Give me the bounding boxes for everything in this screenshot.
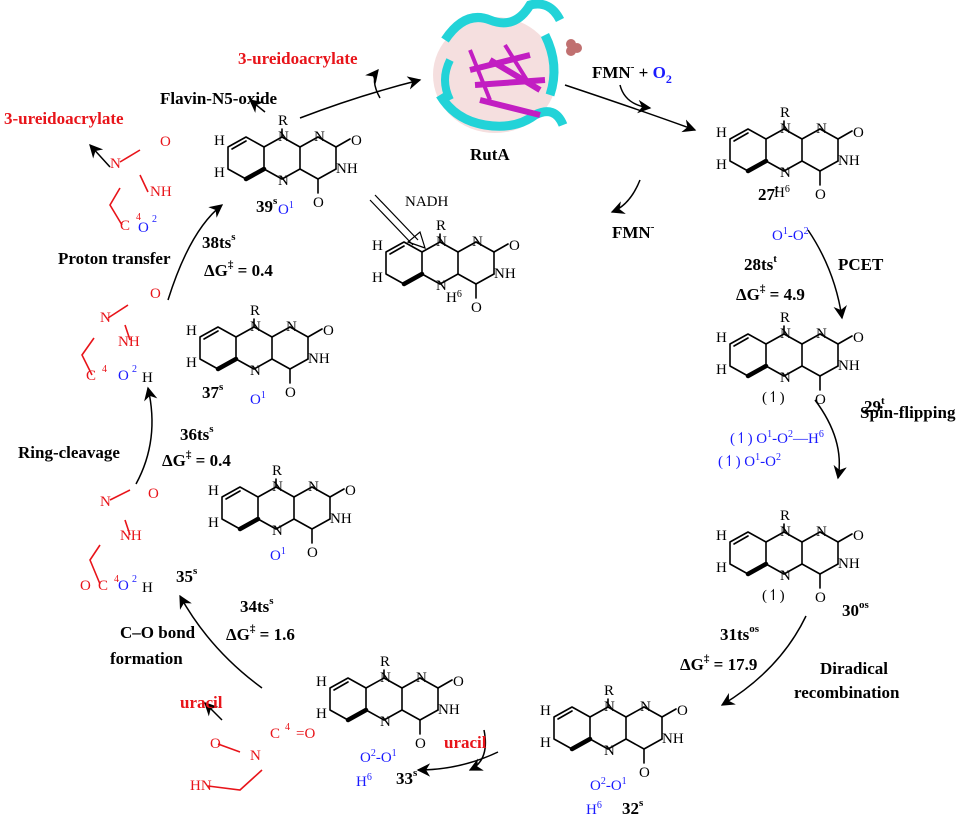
- svg-text:(↿) O1-O2—H6: (↿) O1-O2—H6: [730, 429, 824, 447]
- ts-28: 28tst ΔG‡ = 4.9: [736, 253, 805, 304]
- svg-text:N: N: [250, 748, 261, 764]
- svg-text:N: N: [100, 310, 111, 326]
- input-fmn-o2: FMN- + O2: [592, 61, 672, 86]
- svg-text:O1: O1: [270, 546, 286, 564]
- svg-text:O: O: [148, 486, 159, 502]
- svg-text:ΔG‡ = 4.9: ΔG‡ = 4.9: [736, 283, 805, 304]
- species-39s: 39s: [256, 195, 278, 216]
- svg-text:O2-O1: O2-O1: [590, 776, 627, 794]
- enzyme-label: RutA: [470, 145, 510, 164]
- svg-text:4: 4: [114, 574, 119, 585]
- svg-text:ΔG‡ = 1.6: ΔG‡ = 1.6: [226, 623, 295, 644]
- svg-text:C: C: [98, 578, 108, 594]
- flavin-27t: [716, 105, 864, 203]
- flavin-39s: [214, 113, 362, 211]
- svg-text:FMN- + O2: FMN- + O2: [592, 61, 672, 86]
- svg-text:N: N: [100, 494, 111, 510]
- step-spin-flipping: Spin-flipping: [860, 403, 956, 422]
- svg-text:H: H: [142, 370, 153, 386]
- cycle-arrows: [89, 68, 847, 777]
- uracil-mol-label: uracil: [180, 693, 223, 712]
- svg-text:H6: H6: [446, 289, 462, 306]
- svg-text:O1-O2: O1-O2: [772, 226, 809, 244]
- svg-text:C: C: [86, 368, 96, 384]
- step-proton-transfer: Proton transfer: [58, 249, 171, 268]
- species-27t: 27t: [758, 183, 779, 204]
- svg-text:C: C: [120, 218, 130, 234]
- svg-text:C: C: [270, 726, 280, 742]
- svg-text:NH: NH: [150, 184, 172, 200]
- ts-31: 31tsos ΔG‡ = 17.9: [680, 623, 760, 674]
- svg-text:36tss: 36tss: [180, 423, 214, 444]
- svg-text:O1: O1: [278, 200, 294, 218]
- svg-text:O: O: [150, 286, 161, 302]
- svg-text:ΔG‡ = 17.9: ΔG‡ = 17.9: [680, 653, 757, 674]
- step-co-line2: formation: [110, 649, 183, 668]
- svg-text:34tss: 34tss: [240, 595, 274, 616]
- svg-text:28tst: 28tst: [744, 253, 777, 274]
- step-pcet: PCET: [838, 255, 884, 274]
- flavin-30os: [716, 508, 864, 606]
- step-ring-cleavage: Ring-cleavage: [18, 443, 120, 462]
- svg-text:O: O: [118, 578, 129, 594]
- svg-text:O: O: [160, 134, 171, 150]
- ts-38: 38tss ΔG‡ = 0.4: [202, 231, 273, 280]
- release-fmn: FMN-: [612, 221, 655, 242]
- svg-text:ΔG‡ = 0.4: ΔG‡ = 0.4: [162, 449, 231, 470]
- svg-text:31tsos: 31tsos: [720, 623, 760, 644]
- svg-text:H6: H6: [586, 800, 602, 818]
- flavin-n5-oxide-label: Flavin-N5-oxide: [160, 89, 278, 108]
- product-top: 3-ureidoacrylate: [238, 49, 358, 68]
- species-37s: 37s: [202, 381, 224, 402]
- ts-34: 34tss ΔG‡ = 1.6: [226, 595, 295, 644]
- svg-text:O: O: [210, 736, 221, 752]
- species-29t: 29t: [864, 395, 885, 416]
- svg-text:HN: HN: [190, 778, 212, 794]
- svg-text:=O: =O: [296, 726, 315, 742]
- flavin-29t: [716, 310, 864, 408]
- svg-text:O1: O1: [250, 390, 266, 408]
- n5-substituents: H6 O1-O2 (↿) O1-O2—H6 (↿) O1-O2 (↿) (↿) …: [250, 184, 824, 818]
- svg-text:H6: H6: [356, 772, 372, 790]
- svg-text:2: 2: [152, 214, 157, 225]
- svg-text:O: O: [80, 578, 91, 594]
- product-left: 3-ureidoacrylate: [4, 109, 124, 128]
- species-32s: 32s: [622, 797, 644, 818]
- svg-text:(↿): (↿): [762, 588, 785, 604]
- svg-text:2: 2: [132, 364, 137, 375]
- svg-text:4: 4: [136, 212, 141, 223]
- svg-text:4: 4: [285, 722, 290, 733]
- species-30os: 30os: [842, 599, 870, 620]
- step-co-line1: C–O bond: [120, 623, 196, 642]
- svg-text:NH: NH: [118, 334, 140, 350]
- svg-text:N: N: [110, 156, 121, 172]
- svg-text:O: O: [138, 220, 149, 236]
- svg-text:(↿) O1-O2: (↿) O1-O2: [718, 452, 781, 470]
- svg-text:2: 2: [132, 574, 137, 585]
- svg-text:ΔG‡ = 0.4: ΔG‡ = 0.4: [204, 259, 273, 280]
- step-diradical-line1: Diradical: [820, 659, 888, 678]
- ts-36: 36tss ΔG‡ = 0.4: [162, 423, 231, 470]
- svg-text:4: 4: [102, 364, 107, 375]
- ruta-protein-structure: [433, 0, 582, 133]
- svg-text:O2-O1: O2-O1: [360, 748, 397, 766]
- uracil-in-label: uracil: [444, 733, 487, 752]
- svg-text:NH: NH: [120, 528, 142, 544]
- svg-text:H: H: [142, 580, 153, 596]
- flavin-33s: [316, 654, 464, 752]
- species-33s: 33s: [396, 767, 418, 788]
- nadh-label: NADH: [405, 194, 448, 210]
- step-diradical-line2: recombination: [794, 683, 900, 702]
- svg-text:38tss: 38tss: [202, 231, 236, 252]
- flavin-32s: [540, 683, 688, 781]
- svg-text:(↿): (↿): [762, 390, 785, 406]
- species-35s: 35s: [176, 565, 198, 586]
- svg-text:O: O: [118, 368, 129, 384]
